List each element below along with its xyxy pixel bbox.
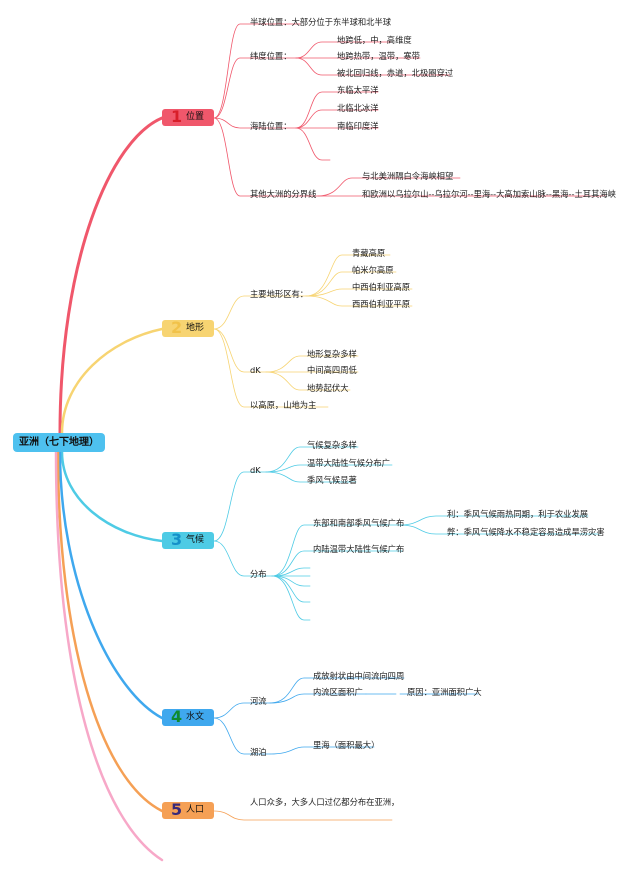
dixing-main-type[interactable]: 以高原，山地为主	[250, 400, 317, 410]
node-label: 地形	[186, 323, 205, 333]
weizhi-latitude-1[interactable]: 地跨低，中，高维度	[337, 35, 412, 45]
node-number: 2	[171, 318, 183, 337]
weizhi-sea-3[interactable]: 南临印度洋	[337, 121, 379, 131]
edge-root-weizhi	[58, 116, 164, 435]
weizhi-latitude-2[interactable]: 地跨热带，温带，寒带	[337, 51, 420, 61]
node-label: 气候	[186, 535, 205, 545]
dixing-features[interactable]: dK	[250, 365, 261, 375]
weizhi-boundary-2[interactable]: 和欧洲以乌拉尔山--乌拉尔河--里海--大高加索山脉--黑海--土耳其海峡	[362, 189, 616, 199]
edge-root-renkou	[56, 450, 164, 813]
dixing-feature-3[interactable]: 地势起伏大	[307, 383, 349, 393]
shuiwen-river-reason[interactable]: 原因：亚洲面积广大	[407, 687, 482, 697]
qihou-feature-1[interactable]: 气候复杂多样	[307, 440, 357, 450]
shuiwen-river-2[interactable]: 内流区面积广	[313, 687, 363, 697]
qihou-continental[interactable]: 内陆温带大陆性气候广布	[313, 544, 405, 554]
node-label: 位置	[186, 112, 205, 122]
node-label: 水文	[186, 712, 205, 722]
weizhi-latitude-3[interactable]: 被北回归线，赤道，北极圈穿过	[337, 68, 454, 78]
weizhi-sea-land[interactable]: 海陆位置：	[250, 121, 292, 131]
renkou-summary[interactable]: 人口众多，大多人口过亿都分布在亚洲，	[250, 797, 400, 807]
edge-root-extra	[54, 450, 164, 862]
qihou-monsoon-con[interactable]: 弊：季风气候降水不稳定容易造成旱涝灾害	[447, 527, 605, 537]
weizhi-boundary[interactable]: 其他大洲的分界线	[250, 189, 317, 199]
edge-root-dixing	[60, 327, 164, 435]
edge-root-shuiwen	[58, 450, 164, 720]
node-shuiwen[interactable]: 4 水文	[162, 707, 214, 726]
shuiwen-rivers[interactable]: 河流	[250, 696, 267, 706]
qihou-feature-2[interactable]: 温带大陆性气候分布广	[307, 458, 390, 468]
weizhi-boundary-1[interactable]: 与北美洲隔白令海峡相望	[362, 171, 454, 181]
dixing-feature-1[interactable]: 地形复杂多样	[307, 349, 357, 359]
qihou-distribution[interactable]: 分布	[250, 569, 267, 579]
node-qihou[interactable]: 3 气候	[162, 530, 214, 549]
shuiwen-lake-1[interactable]: 里海（面积最大）	[313, 740, 380, 750]
dixing-region-3[interactable]: 中西伯利亚高原	[352, 282, 411, 292]
qihou-monsoon-pro[interactable]: 利：季风气候雨热同期，利于农业发展	[447, 509, 589, 519]
node-number: 3	[171, 530, 183, 549]
dixing-feature-2[interactable]: 中间高四周低	[307, 365, 357, 375]
node-number: 1	[171, 107, 183, 126]
qihou-feature-3[interactable]: 季风气候显著	[307, 475, 357, 485]
dixing-main-regions[interactable]: 主要地形区有：	[250, 289, 309, 299]
weizhi-latitude[interactable]: 纬度位置：	[250, 51, 292, 61]
weizhi-sea-2[interactable]: 北临北冰洋	[337, 103, 379, 113]
node-renkou[interactable]: 5 人口	[162, 800, 214, 819]
node-number: 4	[171, 707, 183, 726]
weizhi-hemisphere[interactable]: 半球位置：大部分位于东半球和北半球	[250, 17, 392, 27]
node-dixing[interactable]: 2 地形	[162, 318, 214, 337]
shuiwen-river-1[interactable]: 成放射状由中间流向四周	[313, 671, 405, 681]
node-number: 5	[171, 800, 183, 819]
dixing-region-1[interactable]: 青藏高原	[352, 248, 386, 258]
weizhi-sea-1[interactable]: 东临太平洋	[337, 85, 379, 95]
node-label: 人口	[186, 805, 205, 815]
qihou-features[interactable]: dK	[250, 465, 261, 475]
shuiwen-lakes[interactable]: 湖泊	[250, 747, 267, 757]
node-weizhi[interactable]: 1 位置	[162, 107, 214, 126]
qihou-monsoon[interactable]: 东部和南部季风气候广布	[313, 518, 405, 528]
dixing-region-2[interactable]: 帕米尔高原	[352, 265, 394, 275]
dixing-region-4[interactable]: 西西伯利亚平原	[352, 299, 411, 309]
root-node[interactable]: 亚洲（七下地理）	[13, 433, 105, 452]
edge-root-qihou	[60, 450, 164, 543]
